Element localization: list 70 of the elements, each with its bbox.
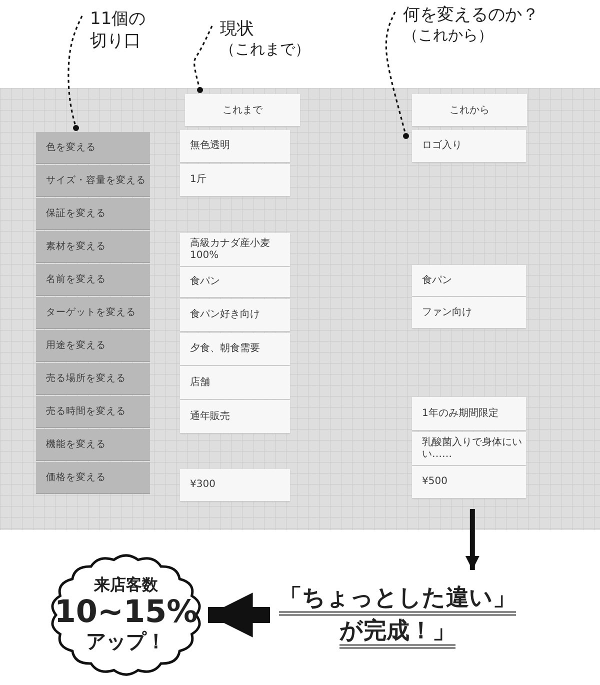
index-card xyxy=(412,466,526,498)
leader-line xyxy=(385,12,409,139)
annotation-text: 11個の切り口 xyxy=(90,8,147,52)
index-card xyxy=(412,265,526,296)
handwritten-text: 食パン xyxy=(190,276,221,288)
arrow xyxy=(208,592,270,638)
index-card xyxy=(180,299,290,331)
index-card xyxy=(180,469,290,501)
index-card xyxy=(36,297,150,328)
leader-line xyxy=(194,26,213,93)
index-card xyxy=(36,396,150,427)
annotation-text: （これまで） xyxy=(220,40,311,60)
index-card xyxy=(36,165,150,196)
annotation-text: 現状 xyxy=(220,18,255,40)
handwritten-text: 通年販売 xyxy=(190,410,231,422)
index-card xyxy=(36,330,150,361)
index-card xyxy=(412,130,526,162)
arrow xyxy=(465,509,480,570)
index-card xyxy=(180,267,290,297)
index-card xyxy=(36,363,150,394)
index-card xyxy=(36,429,150,460)
index-card xyxy=(180,130,290,162)
handwritten-text: 1年のみ期間限定 xyxy=(422,408,500,420)
handwritten-text: これから xyxy=(450,104,490,117)
header-card xyxy=(412,94,527,126)
handwritten-text: 機能を変える xyxy=(46,438,107,450)
handwritten-text: 売る場所を変える xyxy=(46,372,127,384)
handwritten-text: 1斤 xyxy=(190,174,208,186)
handwritten-text: 色を変える xyxy=(46,142,97,154)
handwritten-text: ロゴ入り xyxy=(422,140,463,152)
handwritten-text: これまで xyxy=(222,104,262,117)
index-card xyxy=(36,264,150,295)
handwritten-text: ¥300 xyxy=(190,479,216,491)
handwritten-text: 食パン好き向け xyxy=(190,309,261,321)
handwritten-text: 名前を変える xyxy=(46,274,107,286)
annotation-text: （これから） xyxy=(403,26,494,46)
handwritten-text: ファン向け xyxy=(422,306,473,318)
handwritten-text: 用途を変える xyxy=(46,340,107,352)
annotation-text: 何を変えるのか？ xyxy=(403,4,540,26)
index-card xyxy=(180,400,290,433)
index-card xyxy=(36,198,150,229)
handwritten-text: ターゲットを変える xyxy=(46,306,137,318)
index-card xyxy=(36,132,150,163)
index-card xyxy=(36,231,150,262)
handwritten-text: 食パン xyxy=(422,274,453,286)
callout-text: アップ！ xyxy=(86,628,166,656)
index-card xyxy=(412,432,526,465)
handwritten-text: 保証を変える xyxy=(46,208,107,220)
handwritten-text: 店舗 xyxy=(190,376,211,388)
index-card xyxy=(180,333,290,365)
callout-text: 来店客数 xyxy=(94,574,158,596)
handwritten-text: サイズ・容量を変える xyxy=(46,174,147,186)
handwritten-text: 夕食、朝食需要 xyxy=(190,343,261,355)
handwritten-text: 素材を変える xyxy=(46,240,107,252)
index-card xyxy=(180,164,290,196)
handwritten-text: 価格を変える xyxy=(46,472,107,484)
leader-line xyxy=(68,16,83,131)
handwritten-text: 売る時間を変える xyxy=(46,406,127,418)
handwritten-text: ¥500 xyxy=(422,476,448,488)
index-card xyxy=(180,233,290,266)
index-card xyxy=(36,462,150,493)
index-card xyxy=(412,397,526,430)
callout-text: 10~15% xyxy=(54,596,198,628)
index-card xyxy=(412,297,526,328)
handwritten-text: 高級カナダ産小麦100% xyxy=(190,238,271,262)
header-card xyxy=(185,94,300,126)
handwritten-text: 無色透明 xyxy=(190,140,231,152)
handwritten-text: 乳酸菌入りで身体にいい…… xyxy=(422,436,523,460)
headline-text: 「ちょっとした違い」が完成！」 xyxy=(278,584,517,646)
index-card xyxy=(180,366,290,399)
